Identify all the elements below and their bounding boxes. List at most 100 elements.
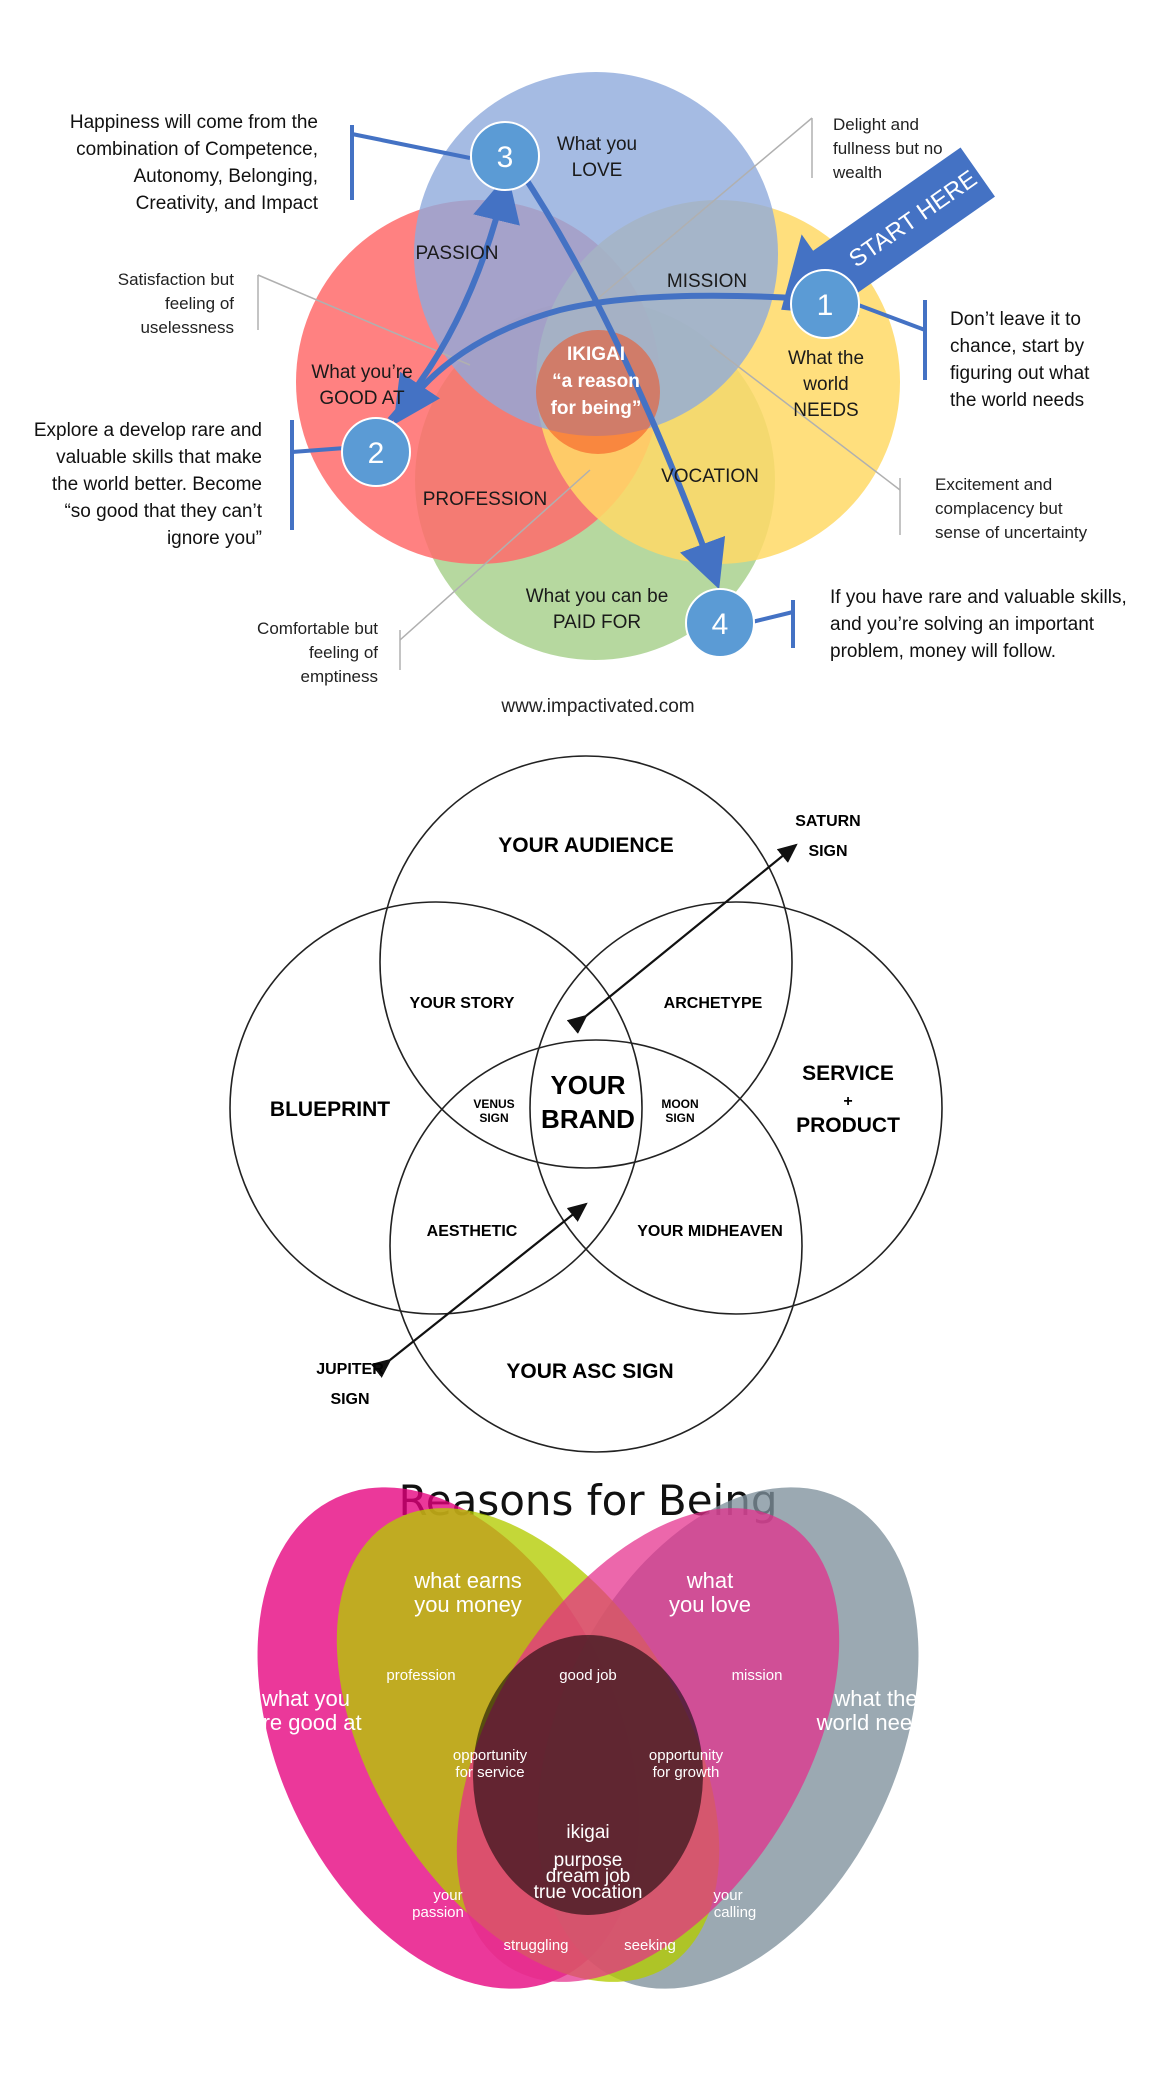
brand-center-1: YOUR: [550, 1070, 625, 1100]
vocation-label: VOCATION: [661, 466, 759, 487]
annotation-satisfaction: Satisfaction but feeling of uselessness: [118, 270, 235, 337]
svg-text:Autonomy, Belonging,: Autonomy, Belonging,: [134, 166, 319, 187]
mission-label: mission: [732, 1667, 783, 1684]
midheaven-label: YOUR MIDHEAVEN: [637, 1223, 783, 1240]
svg-text:the world needs: the world needs: [950, 390, 1084, 411]
brand-center-2: BRAND: [541, 1104, 635, 1134]
svg-text:feeling of: feeling of: [309, 643, 378, 662]
world-label-2: world needs: [816, 1710, 936, 1735]
brand-arrows: [370, 843, 798, 1378]
step-3-number: 3: [497, 141, 514, 174]
love-label-2: you love: [669, 1592, 751, 1617]
brand-diagram: YOUR AUDIENCE BLUEPRINT SERVICE + PRODUC…: [229, 755, 943, 1453]
svg-text:feeling of: feeling of: [165, 294, 234, 313]
svg-text:fullness but no: fullness but no: [833, 139, 943, 158]
love-label-1: What you: [557, 134, 637, 155]
contribution-label-1: your: [573, 2015, 602, 2032]
ikigai-center-2: “a reason: [552, 371, 640, 392]
paid-for-label-2: PAID FOR: [553, 612, 641, 633]
svg-text:Don’t leave it to: Don’t leave it to: [950, 309, 1081, 330]
step-4-marker: [685, 588, 755, 658]
reasons-ellipses: [257, 1487, 919, 1989]
svg-text:wealth: wealth: [832, 163, 882, 182]
reasons-center-4: true vocation: [534, 1882, 643, 1903]
archetype-label: ARCHETYPE: [664, 995, 763, 1012]
saturn-label-1: SATURN: [795, 813, 860, 830]
profession-label: profession: [386, 1667, 455, 1684]
passion-label-1: your: [433, 1887, 462, 1904]
annotation-comfortable: Comfortable but feeling of emptiness: [257, 619, 378, 686]
product-label: PRODUCT: [796, 1114, 900, 1137]
calling-label-2: calling: [714, 1904, 757, 1921]
ikigai-core-shade: [473, 1635, 703, 1915]
plus-label: +: [843, 1093, 852, 1110]
jupiter-label-1: JUPITER: [316, 1361, 384, 1378]
annotation-excitement: Excitement and complacency but sense of …: [935, 475, 1088, 542]
contribution-label-2: contribution: [549, 2032, 627, 2049]
good-at-label-2: GOOD AT: [319, 388, 405, 409]
good-at-label-2: are good at: [250, 1710, 361, 1735]
svg-text:complacency but: complacency but: [935, 499, 1063, 518]
svg-text:uselessness: uselessness: [140, 318, 234, 337]
reasons-diagram: Reasons for Being what earns you money w…: [250, 1476, 935, 2049]
good-at-label-1: What you’re: [311, 362, 412, 383]
needs-label-3: NEEDS: [793, 400, 858, 421]
venus-label-1: VENUS: [473, 1097, 514, 1111]
step-2-number: 2: [368, 437, 385, 470]
opp-service-label-2: for service: [455, 1764, 524, 1781]
calling-label-1: your: [713, 1887, 742, 1904]
step-1-marker: [790, 269, 860, 339]
earns-label-1: what earns: [413, 1568, 522, 1593]
source-url: www.impactivated.com: [500, 696, 694, 717]
step-1-number: 1: [817, 289, 834, 322]
annotation-step3: Happiness will come from the combination…: [70, 112, 319, 214]
needs-label-2: world: [802, 374, 848, 395]
moon-label-2: SIGN: [665, 1111, 694, 1125]
svg-text:valuable skills that make: valuable skills that make: [56, 447, 262, 468]
step-2-marker: [341, 417, 411, 487]
aesthetic-label: AESTHETIC: [427, 1223, 518, 1240]
venus-label-2: SIGN: [479, 1111, 508, 1125]
svg-text:Creativity, and Impact: Creativity, and Impact: [136, 193, 319, 214]
moon-label-1: MOON: [661, 1097, 698, 1111]
ikigai-diagram: START HERE 1 2 3 4 What you LOVE What yo…: [34, 72, 1127, 717]
circle-asc: [389, 1039, 803, 1453]
audience-label: YOUR AUDIENCE: [498, 834, 673, 857]
paid-for-label-1: What you can be: [526, 586, 669, 607]
ikigai-center-3: for being”: [551, 398, 642, 419]
step-4-number: 4: [712, 608, 729, 641]
opp-growth-label-1: opportunity: [649, 1747, 724, 1764]
svg-text:sense of uncertainty: sense of uncertainty: [935, 523, 1088, 542]
needs-label-1: What the: [788, 348, 864, 369]
blueprint-label: BLUEPRINT: [270, 1098, 390, 1121]
svg-text:problem, money will follow.: problem, money will follow.: [830, 641, 1056, 662]
svg-text:emptiness: emptiness: [301, 667, 378, 686]
circle-labels: What you LOVE What you’re GOOD AT What t…: [311, 134, 864, 633]
ikigai-core-highlight: [536, 330, 660, 454]
story-label: YOUR STORY: [410, 995, 515, 1012]
opp-growth-label-2: for growth: [653, 1764, 720, 1781]
good-at-label-1: what you: [261, 1686, 350, 1711]
step-3-marker: [470, 121, 540, 191]
svg-text:Satisfaction but: Satisfaction but: [118, 270, 235, 289]
ikigai-center-text: IKIGAI “a reason for being”: [551, 344, 642, 419]
flow-arrows: [387, 168, 796, 590]
annotation-step4: If you have rare and valuable skills, an…: [830, 587, 1127, 662]
reasons-center-2: purpose: [554, 1850, 623, 1871]
annotation-delight: Delight and fullness but no wealth: [832, 115, 943, 182]
service-label: SERVICE: [802, 1062, 894, 1085]
asc-sign-label: YOUR ASC SIGN: [506, 1360, 673, 1383]
step-markers: 1 2 3 4: [341, 121, 860, 658]
love-label-1: what: [686, 1568, 733, 1593]
svg-text:and you’re solving an importan: and you’re solving an important: [830, 614, 1095, 635]
svg-text:“so good that they can’t: “so good that they can’t: [64, 501, 262, 522]
profession-label: PROFESSION: [423, 489, 548, 510]
mission-label: MISSION: [667, 271, 747, 292]
struggling-label: struggling: [503, 1937, 568, 1954]
jupiter-label-2: SIGN: [330, 1391, 369, 1408]
svg-text:chance, start by: chance, start by: [950, 336, 1085, 357]
reasons-labels: what earns you money what you love what …: [250, 1568, 935, 2049]
svg-text:Explore a develop rare and: Explore a develop rare and: [34, 420, 262, 441]
svg-text:figuring out what: figuring out what: [950, 363, 1090, 384]
svg-text:Excitement and: Excitement and: [935, 475, 1052, 494]
